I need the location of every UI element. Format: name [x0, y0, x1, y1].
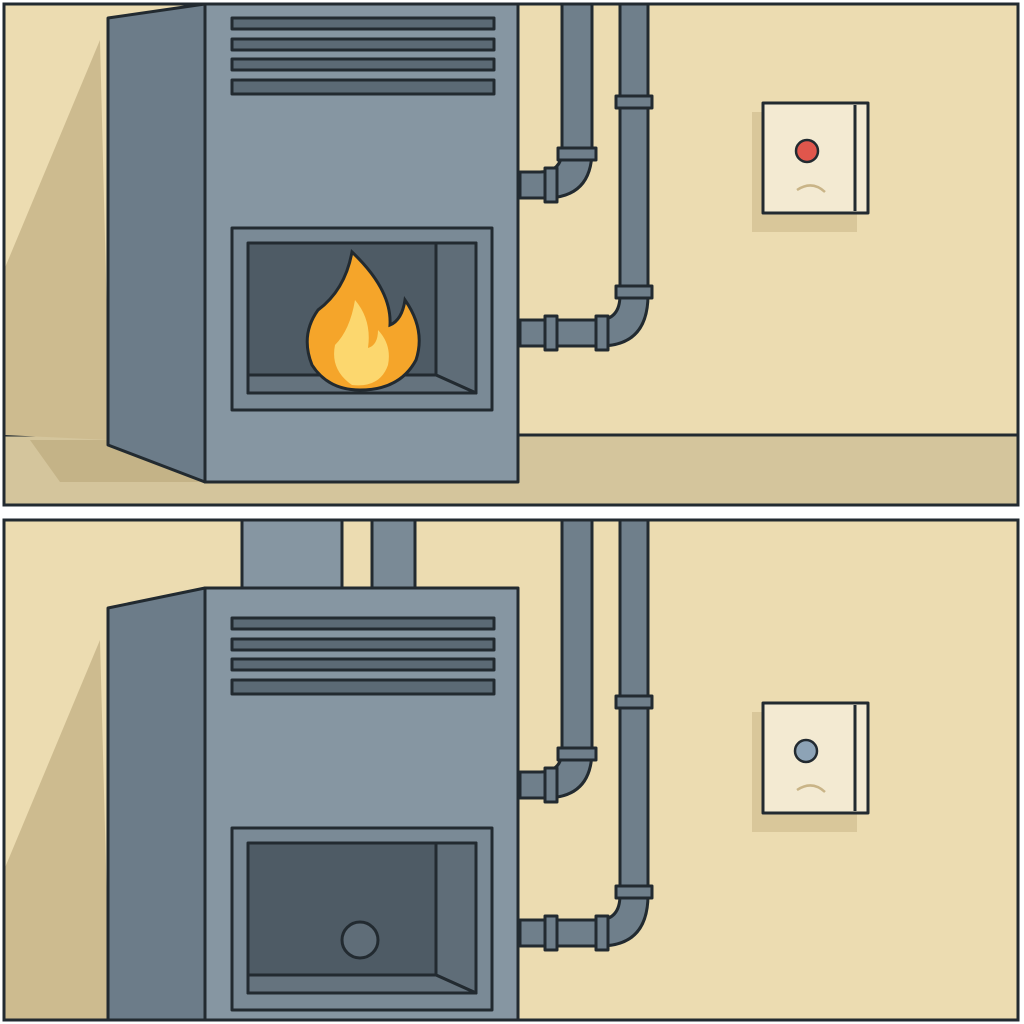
knob-icon	[340, 920, 380, 960]
indicator-light-red	[794, 138, 820, 164]
indicator-light-off	[793, 738, 819, 764]
panel-furnace-on	[4, 4, 1018, 505]
thermostat	[752, 701, 870, 832]
furnace-scene	[4, 4, 1018, 505]
furnace-scene	[4, 520, 1018, 1022]
flue-pipes	[240, 520, 417, 590]
panel-border-top	[2, 2, 1020, 507]
flame-icon	[305, 249, 421, 392]
panel-furnace-off	[4, 520, 1018, 1022]
gas-pipes	[518, 4, 654, 352]
gas-pipes	[518, 520, 654, 952]
furnace	[106, 4, 520, 484]
panel-border-bottom	[2, 518, 1020, 1022]
furnace	[106, 586, 520, 1022]
thermostat	[752, 101, 870, 232]
